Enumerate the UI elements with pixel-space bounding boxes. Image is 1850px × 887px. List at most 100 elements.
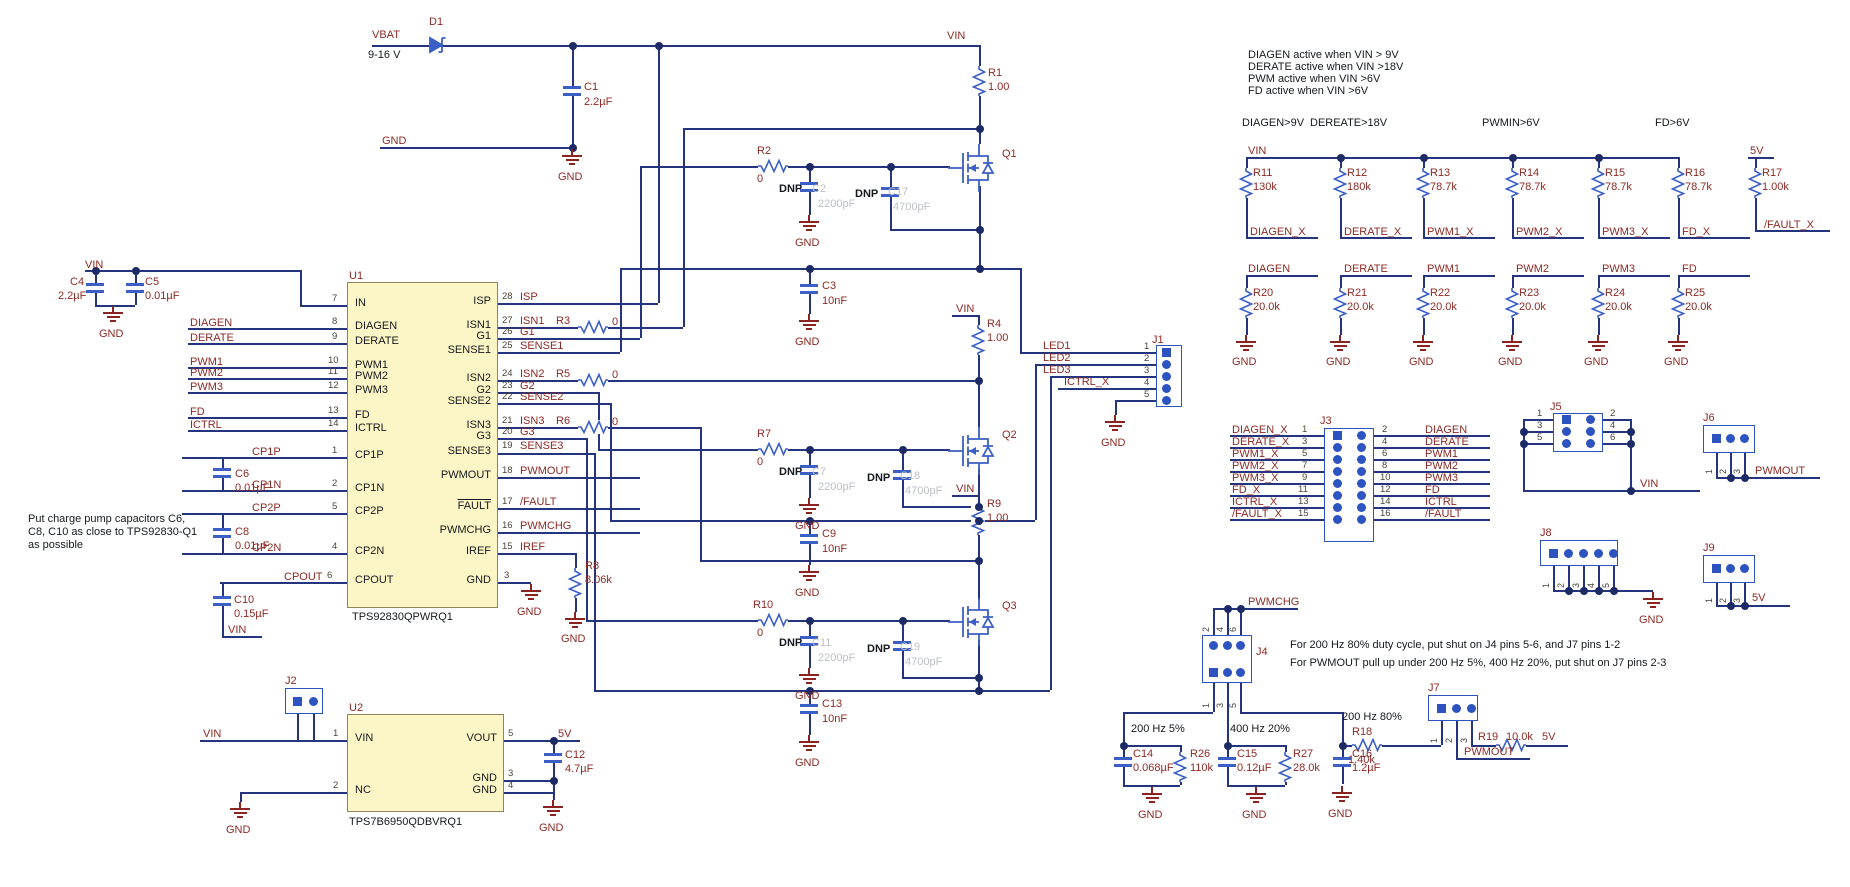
label: ISN2 [520,368,545,380]
wire [498,582,531,584]
resistor-symbol [1415,168,1431,198]
wire [372,45,979,47]
label: PWM1 [355,359,388,371]
junction-dot [569,144,577,152]
capacitor-symbol [213,468,231,478]
label: GND [1584,356,1609,368]
label: VIN [1640,478,1659,490]
label: 20.0k [1685,301,1712,313]
label: 1.00 [987,512,1009,524]
label: 10 [328,355,339,366]
gnd-symbol [1332,786,1352,803]
label: ISN2 [466,372,491,384]
wire [1230,447,1324,449]
connector-pin [1586,439,1595,448]
label: 12 [1380,484,1391,495]
wire [1598,237,1670,239]
wire [1374,495,1490,497]
wire [182,457,347,459]
wire [188,328,347,330]
connector-pin1 [1209,668,1218,677]
connector-pin [1162,384,1171,393]
label: 0 [757,456,764,468]
label: 0 [612,316,619,328]
label: 4700pF [905,485,943,497]
label: GND [1326,356,1351,368]
label: DNP [779,466,803,478]
label: ISN1 [520,315,545,327]
label: GND [795,757,820,769]
resistor-symbol [970,325,986,355]
wire [188,378,347,380]
label: DIAGEN [1425,424,1468,436]
label: 5 [508,728,514,739]
label: 10nF [822,295,848,307]
wire [222,582,224,636]
junction-dot [1224,742,1232,750]
label: For 200 Hz 80% duty cycle, put shut on J… [1290,639,1621,651]
label: 4700pF [905,656,943,668]
label: GND [382,135,407,147]
label: 20.0k [1347,301,1374,313]
wire [1240,712,1342,714]
gnd-symbol [1246,787,1266,804]
label: 4 [332,541,338,552]
wire [1553,590,1653,592]
label: 2 [1201,626,1211,632]
label: 27 [502,315,513,326]
label: 6 [1228,626,1238,632]
wire [498,380,978,382]
connector-pin [1333,491,1342,500]
wire [620,268,622,352]
label: SENSE1 [447,344,491,356]
connector-pin1 [1712,434,1721,443]
wire [1227,608,1229,635]
resistor-symbol [1590,168,1606,198]
resistor-symbol [758,612,788,628]
label: 1 [1201,702,1211,708]
label: 3 [1144,365,1150,376]
wire [1246,237,1318,239]
junction-dot [655,42,663,50]
junction-dot [975,687,983,695]
label: 20.0k [1605,301,1632,313]
connector-pin [1609,549,1618,558]
connector-pin [1579,549,1588,558]
resistor-symbol [1352,737,1382,753]
label: LED2 [1043,352,1071,364]
label: 20 [502,426,513,437]
gnd-symbol [1142,787,1162,804]
gnd-symbol [565,612,585,629]
label: C1 [584,81,599,93]
label: 8 [1382,460,1388,471]
wire [1730,582,1732,605]
wire [504,740,580,742]
label: 1.00 [987,332,1009,344]
label: 2.2µF [58,290,87,302]
label: 0.01µF [145,290,180,302]
label: 5 [1144,389,1150,400]
wire [1523,419,1525,490]
junction-dot [550,737,558,745]
junction-dot [569,42,577,50]
label: J3 [1320,415,1332,427]
label: GND [517,606,542,618]
resistor-symbol [1670,288,1686,318]
label: PWM2 [355,370,388,382]
resistor-symbol [1747,168,1763,198]
wire [640,166,642,338]
label: 4 [1610,420,1616,431]
junction-dot [92,267,100,275]
label: 4 [1382,436,1388,447]
label: R25 [1685,287,1706,299]
label: C11 [812,637,832,649]
connector-pin [1333,479,1342,488]
label: R6 [556,415,571,427]
label: GND [1232,356,1257,368]
junction-dot [1610,587,1618,595]
label: 0.15µF [234,608,269,620]
connector-pin [1586,415,1595,424]
resistor-symbol [758,158,788,174]
label: R17 [1762,167,1783,179]
